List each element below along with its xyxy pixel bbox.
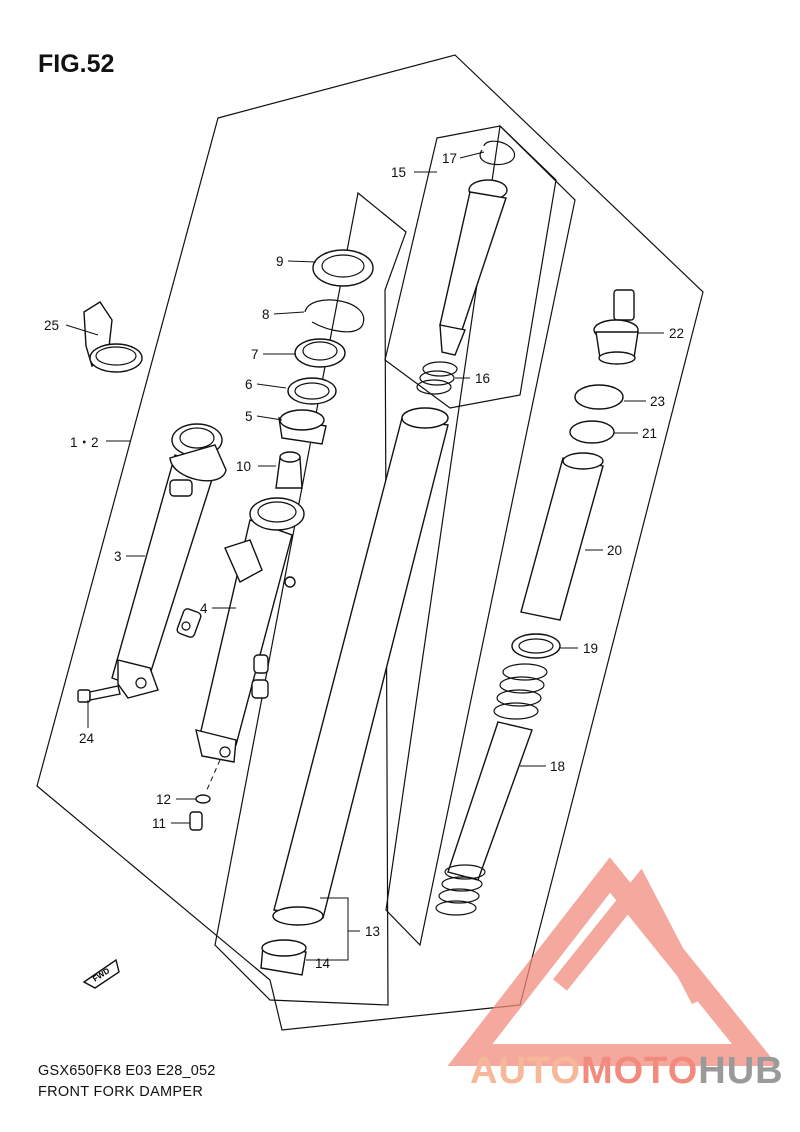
leader-lines xyxy=(65,151,664,961)
main-assembly-frame xyxy=(36,54,704,1031)
part-16-rebound-spring xyxy=(416,361,458,395)
callout-label: 24 xyxy=(79,731,95,746)
part-21-washer xyxy=(569,420,615,444)
part-11-drain-bolt xyxy=(189,811,203,831)
figure-description: FRONT FORK DAMPER xyxy=(38,1084,204,1100)
part-7-seal xyxy=(294,338,346,368)
callout-label: 11 xyxy=(152,816,166,831)
brand-moto: MOTO xyxy=(580,1050,699,1092)
part-15-damper-rod xyxy=(439,179,508,356)
callout-label: 18 xyxy=(550,759,565,774)
part-3-outer-tube xyxy=(111,423,227,699)
brand-logo xyxy=(447,857,778,1066)
callout-label: 4 xyxy=(200,601,208,616)
part-13-inner-tube xyxy=(272,407,449,926)
callout-label: 8 xyxy=(262,307,270,322)
callout-label: 19 xyxy=(583,641,598,656)
callout-label: 9 xyxy=(276,254,284,269)
callout-label: 13 xyxy=(365,924,380,939)
part-20-spacer xyxy=(520,452,604,621)
callout-label: 16 xyxy=(475,371,490,386)
part-18-fork-spring xyxy=(435,663,548,916)
spring-frame xyxy=(385,124,576,947)
callout-label: 3 xyxy=(114,549,122,564)
callout-label: 22 xyxy=(669,326,684,341)
callout-label: 23 xyxy=(650,394,665,409)
part-14-slide-bushing xyxy=(260,939,307,976)
callout-label: 10 xyxy=(236,459,251,474)
part-12-gasket xyxy=(195,794,211,804)
callout-label: 17 xyxy=(442,151,457,166)
part-9-oil-seal xyxy=(312,249,374,287)
part-23-o-ring xyxy=(574,384,624,410)
part-10-bushing xyxy=(275,451,303,489)
callout-label: 12 xyxy=(156,792,171,807)
callout-label: 15 xyxy=(391,165,406,180)
figure-title: FIG.52 xyxy=(38,50,115,78)
part-8-stopper-ring xyxy=(304,299,365,333)
callout-label: 1・2 xyxy=(70,435,99,450)
inner-tube-frame xyxy=(214,191,407,1006)
model-code: GSX650FK8 E03 E28_052 xyxy=(38,1063,216,1079)
callout-labels: 1・2 3 4 5 6 7 8 9 10 11 12 13 14 15 16 1… xyxy=(44,151,684,971)
bolt-axis-line xyxy=(205,759,221,793)
fwd-arrow-icon: FWD xyxy=(82,958,120,989)
part-19-washer xyxy=(511,633,561,659)
part-5-bushing xyxy=(278,409,327,445)
part-6-washer xyxy=(287,377,337,405)
part-24-bolt xyxy=(77,685,121,703)
callout-label: 20 xyxy=(607,543,622,558)
callout-label: 14 xyxy=(315,956,331,971)
brand-watermark: AUTOMOTOHUB xyxy=(470,1050,784,1093)
callout-label: 7 xyxy=(251,347,259,362)
part-22-cap-bolt xyxy=(593,289,639,365)
part-25-dust-guard xyxy=(83,301,143,373)
callout-label: 21 xyxy=(642,426,657,441)
brand-auto: AUTO xyxy=(470,1050,581,1092)
callout-label: 6 xyxy=(245,377,253,392)
callout-label: 25 xyxy=(44,318,59,333)
part-17-circlip xyxy=(479,140,515,166)
callout-label: 5 xyxy=(245,409,253,424)
brand-hub: HUB xyxy=(698,1050,784,1092)
part-4-outer-tube xyxy=(195,497,305,763)
